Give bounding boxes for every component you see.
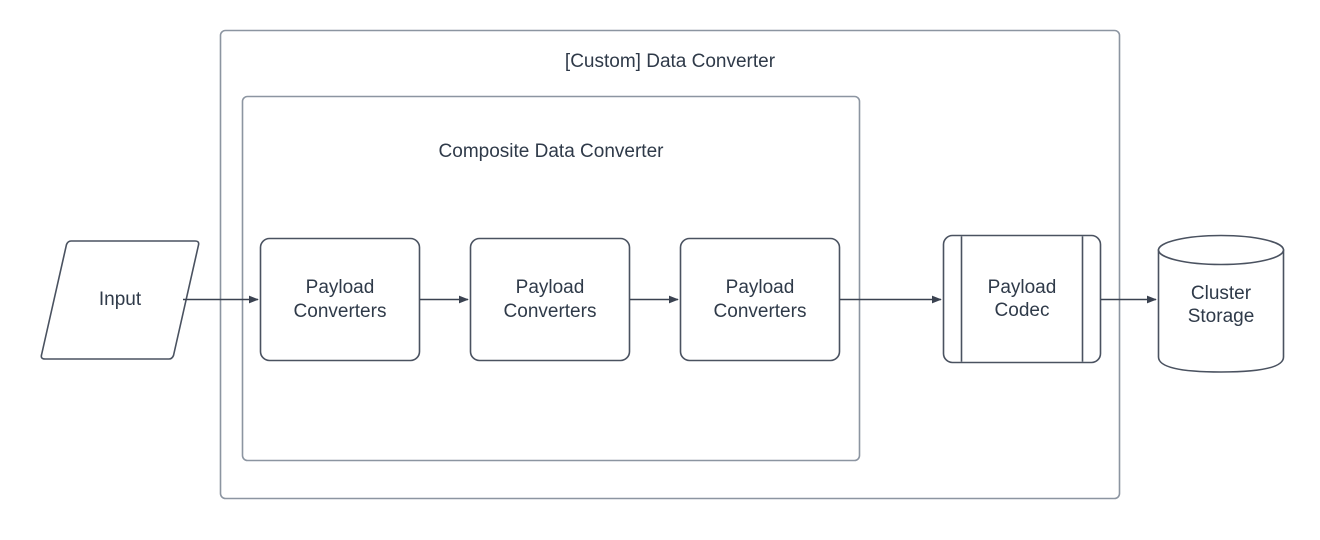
- converter-3-shape[interactable]: [679, 237, 841, 362]
- payload-codec-shape[interactable]: [942, 234, 1102, 364]
- converter-2-shape[interactable]: [469, 237, 631, 362]
- converter-1-shape[interactable]: [259, 237, 421, 362]
- cluster-storage-shape[interactable]: [1157, 234, 1285, 373]
- inner-container-title: Composite Data Converter: [438, 141, 664, 162]
- outer-container-title: [Custom] Data Converter: [564, 51, 776, 72]
- input-shape[interactable]: [40, 240, 200, 360]
